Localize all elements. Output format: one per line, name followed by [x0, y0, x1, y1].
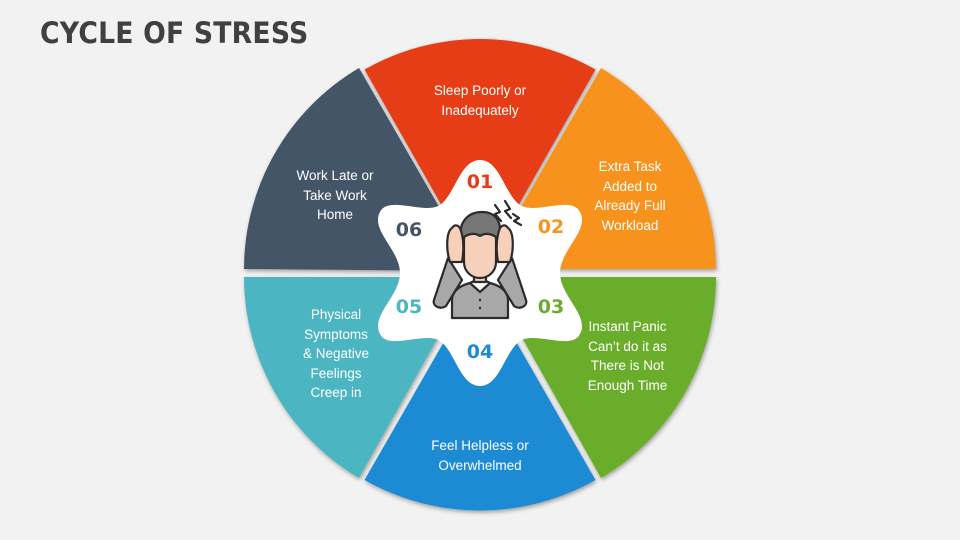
stressed-person-icon [432, 199, 528, 320]
step-02-label: Extra Task Added to Already Full Workloa… [594, 159, 666, 233]
step-03-number: 03 [537, 296, 565, 318]
step-01-number: 01 [466, 171, 494, 193]
step-06-number: 06 [395, 219, 423, 241]
page-title: CYCLE OF STRESS [40, 16, 309, 50]
step-05-label: Physical Symptoms & Negative Feelings Cr… [302, 307, 370, 400]
step-05-number: 05 [395, 296, 423, 318]
segment-01 [364, 39, 596, 273]
step-01-label: Sleep Poorly or Inadequately [433, 83, 527, 118]
step-03-label: Instant Panic Can’t do it as There is No… [587, 319, 668, 393]
step-02-number: 02 [537, 216, 565, 238]
step-04-label: Feel Helpless or Overwhelmed [431, 438, 529, 473]
segment-04 [364, 279, 596, 511]
step-04-number: 04 [466, 341, 494, 363]
step-06-label: Work Late or Take Work Home [296, 168, 374, 222]
